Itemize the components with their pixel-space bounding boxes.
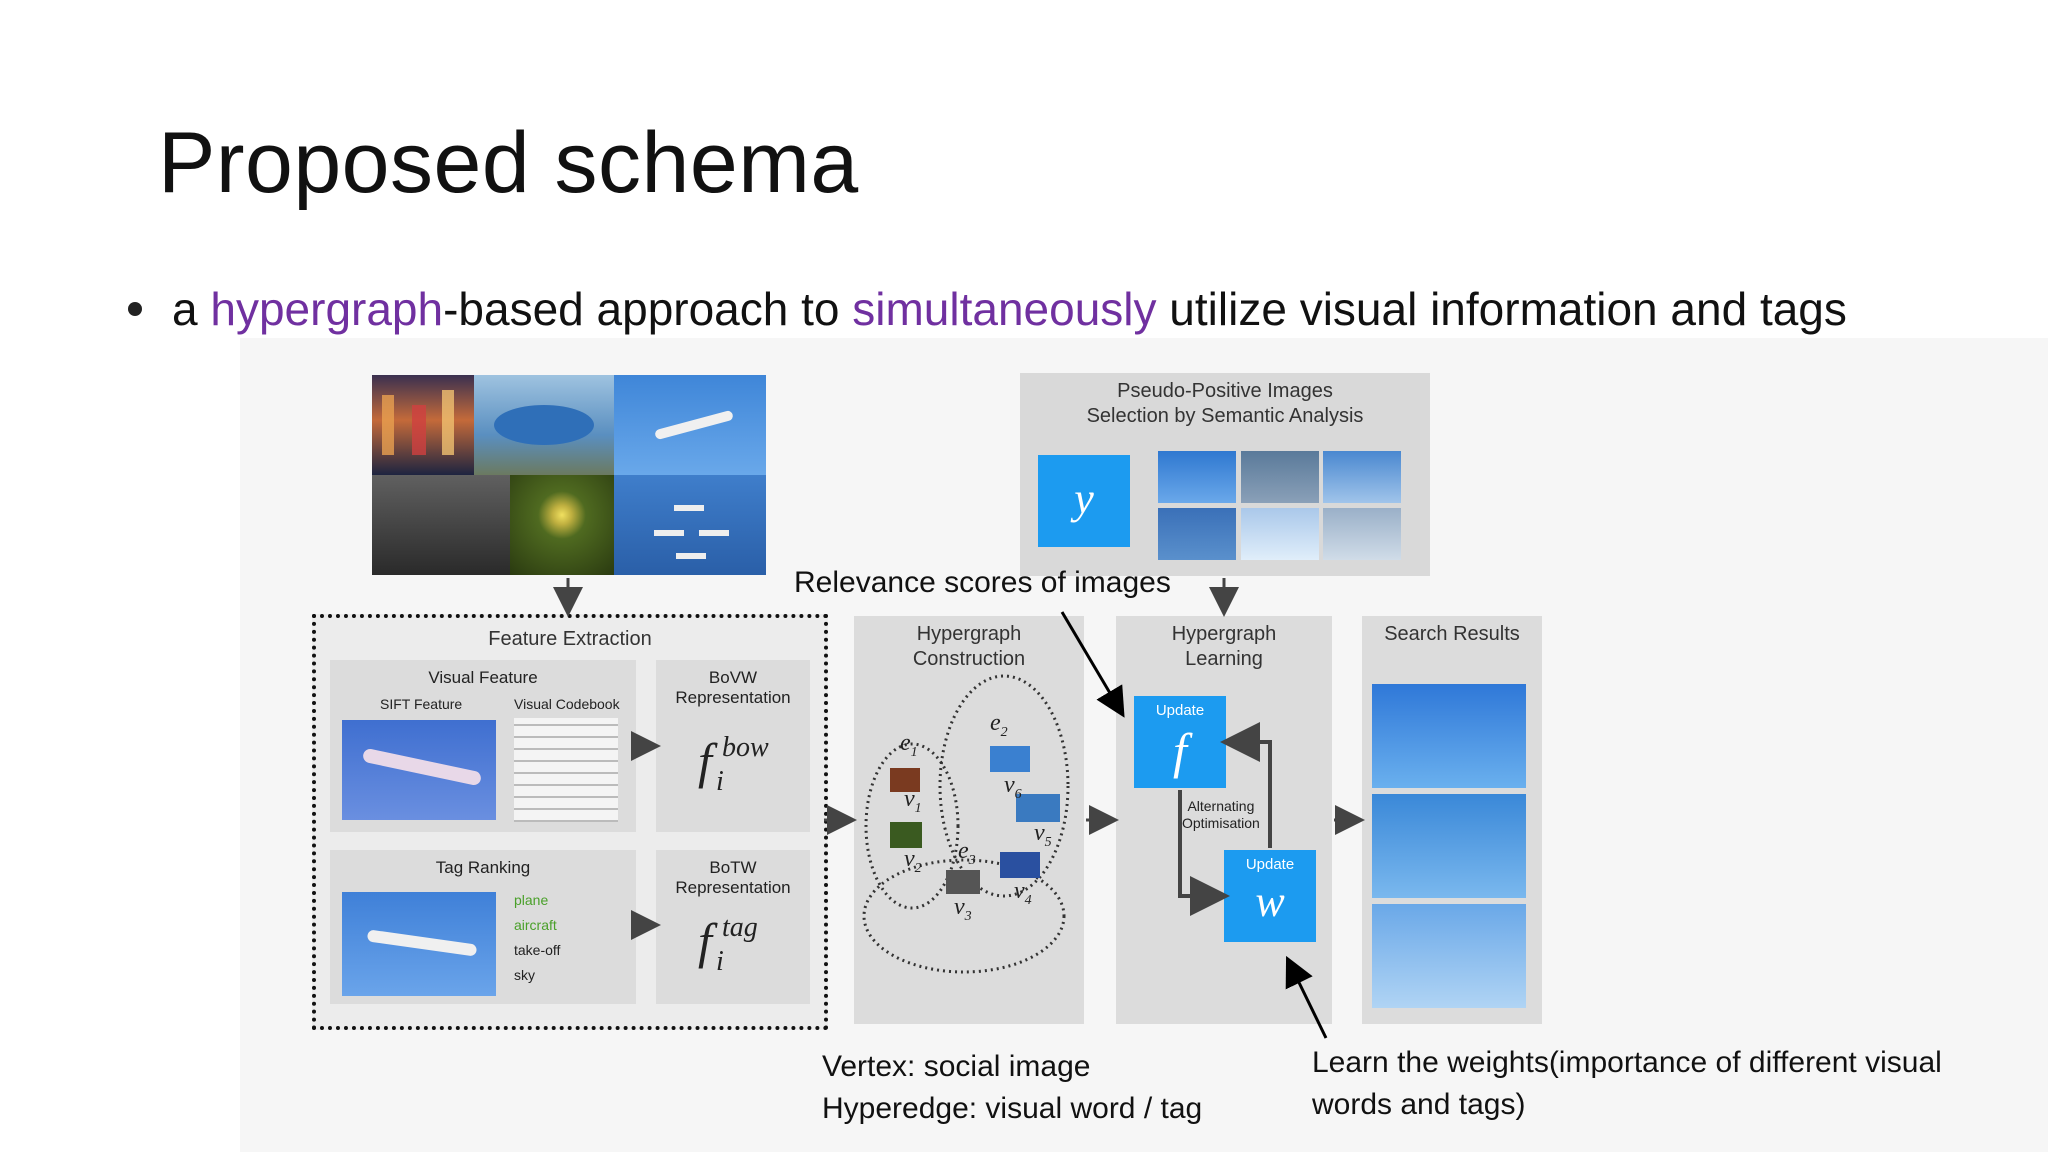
vertex-v5-image [1016, 794, 1060, 822]
bovw-sub: i [716, 766, 724, 797]
vertex-v2-image [890, 822, 922, 848]
bovw-title: BoVW Representation [675, 668, 791, 708]
pseudo-positive-title: Pseudo-Positive Images Selection by Sema… [1086, 380, 1364, 427]
relevance-annotation: Relevance scores of images [794, 566, 1171, 599]
bullet-highlight-hypergraph: hypergraph [210, 283, 444, 335]
visual-feature-box: Visual Feature SIFT Feature Visual Codeb… [330, 660, 636, 832]
pseudo-positive-thumb-2 [1241, 451, 1319, 503]
vertex-v4-image [1000, 852, 1040, 878]
sift-feature-label: SIFT Feature [380, 696, 463, 712]
bullet-middle: -based approach to [443, 283, 853, 335]
tag-item: sky [514, 967, 535, 983]
hyperedge-diagram [862, 674, 1070, 974]
input-image-collage [372, 375, 766, 575]
y-label-box: y [1038, 455, 1130, 547]
label-v4: v4 [1014, 878, 1032, 908]
y-symbol: y [1074, 474, 1094, 523]
pseudo-positive-thumb-5 [1241, 508, 1319, 560]
tag-item: plane [514, 892, 549, 908]
w-symbol: w [1255, 877, 1285, 926]
learn-weights-annotation-line2: words and tags) [1312, 1088, 1526, 1121]
search-result-1 [1372, 684, 1526, 788]
airliner-front-photo [474, 375, 614, 475]
hyperedge-e1 [864, 742, 960, 910]
hyperedge-e2 [938, 674, 1070, 898]
visual-codebook-grid [514, 718, 618, 822]
tag-item: aircraft [514, 917, 557, 933]
tag-ranking-plane-image [342, 892, 496, 996]
hypergraph-learning-panel: Hypergraph Learning Update f Alternating… [1116, 616, 1332, 1024]
bovw-sup: bow [722, 732, 769, 763]
bullet-point: a hypergraph-based approach to simultane… [128, 282, 1847, 336]
label-v5: v5 [1034, 820, 1052, 850]
city-night-photo [372, 375, 474, 475]
hyperedge-e3 [862, 858, 1066, 974]
flower-photo [510, 475, 614, 575]
botw-sub: i [716, 946, 724, 977]
feature-extraction-title: Feature Extraction [488, 628, 652, 650]
hypergraph-construction-panel: Hypergraph Construction e1 v1 v2 e2 v6 v… [854, 616, 1084, 1024]
f-symbol: f [1173, 723, 1187, 779]
tag-ranking-box: Tag Ranking plane aircraft take-off sky [330, 850, 636, 1004]
slide-title: Proposed schema [158, 115, 859, 211]
vertex-annotation: Vertex: social image [822, 1050, 1091, 1083]
pseudo-positive-thumb-3 [1323, 451, 1401, 503]
hyperedge-annotation: Hyperedge: visual word / tag [822, 1092, 1203, 1125]
update-f-label: Update [1155, 702, 1205, 719]
jets-formation-photo [614, 475, 766, 575]
update-w-label: Update [1245, 856, 1295, 873]
bovw-f: f [698, 733, 712, 789]
label-e3: e3 [958, 838, 976, 868]
pseudo-positive-thumb-4 [1158, 508, 1236, 560]
tag-item: take-off [514, 942, 561, 958]
hypergraph-learning-title: Hypergraph Learning [1171, 623, 1277, 670]
label-e1: e1 [900, 730, 918, 760]
bicycles-photo [372, 475, 510, 575]
label-v1: v1 [904, 786, 922, 816]
bullet-suffix: utilize visual information and tags [1156, 283, 1847, 335]
vertex-v6-image [990, 746, 1030, 772]
alternating-optimisation-label: Alternating Optimisation [1182, 798, 1260, 831]
tag-ranking-title: Tag Ranking [435, 858, 531, 877]
botw-f: f [698, 913, 712, 969]
visual-codebook-label: Visual Codebook [514, 696, 620, 712]
learn-weights-annotation-line1: Learn the weights(importance of differen… [1312, 1046, 1942, 1079]
pseudo-positive-panel: Pseudo-Positive Images Selection by Sema… [1020, 373, 1430, 576]
search-result-2 [1372, 794, 1526, 898]
search-results-panel: Search Results [1362, 616, 1542, 1024]
pseudo-positive-thumb-6 [1323, 508, 1401, 560]
bullet-dot [128, 301, 142, 316]
label-v2: v2 [904, 846, 922, 876]
sift-plane-image [342, 720, 496, 820]
plane-sky-photo-1 [614, 375, 766, 475]
hypergraph-construction-title: Hypergraph Construction [912, 623, 1026, 670]
search-result-3 [1372, 904, 1526, 1008]
feature-extraction-box: Feature Extraction Visual Feature SIFT F… [312, 614, 828, 1030]
vertex-v1-image [890, 768, 920, 792]
label-v3: v3 [954, 894, 972, 924]
botw-sup: tag [722, 912, 758, 943]
search-results-title: Search Results [1384, 623, 1520, 645]
update-f-box: Update f [1134, 696, 1226, 788]
botw-title: BoTW Representation [675, 858, 791, 898]
bullet-prefix: a [172, 283, 211, 335]
vertex-v3-image [946, 870, 980, 894]
update-w-box: Update w [1224, 850, 1316, 942]
bullet-highlight-simultaneously: simultaneously [852, 283, 1157, 335]
label-e2: e2 [990, 710, 1008, 740]
tag-list: plane aircraft take-off sky [514, 888, 560, 988]
label-v6: v6 [1004, 772, 1022, 802]
visual-feature-title: Visual Feature [428, 668, 538, 687]
pseudo-positive-thumb-1 [1158, 451, 1236, 503]
